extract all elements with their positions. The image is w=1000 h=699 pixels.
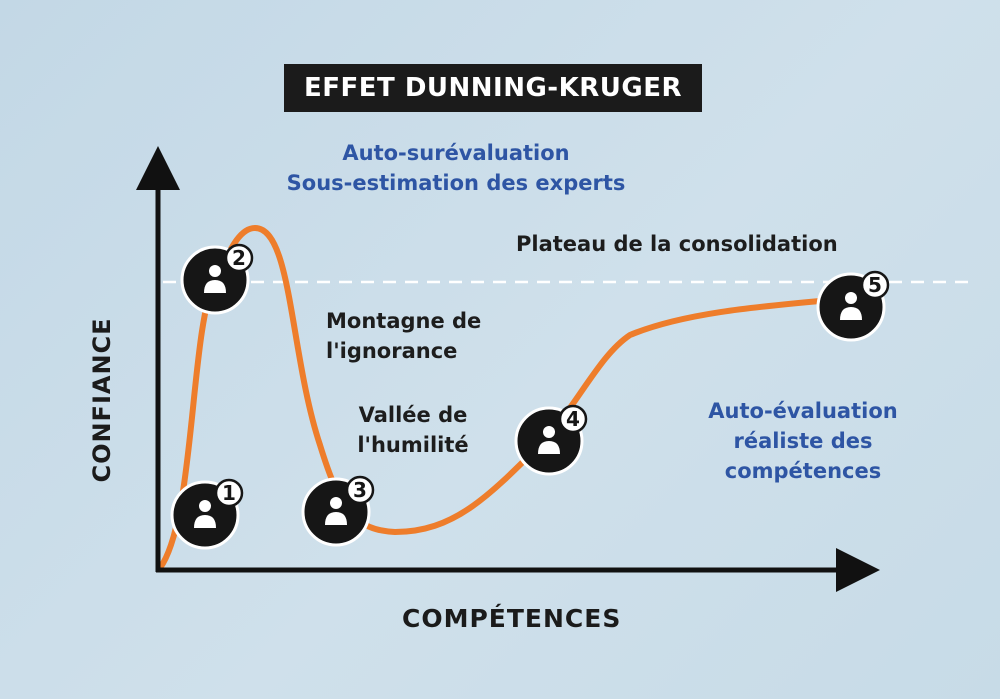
diagram-title: EFFET DUNNING-KRUGER	[284, 64, 702, 112]
peak-annotation: Auto-surévaluation Sous-estimation des e…	[286, 138, 626, 198]
mountain-label-line-2: l'ignorance	[326, 339, 458, 363]
plateau-label: Plateau de la consolidation	[516, 232, 838, 256]
stage-number: 2	[232, 246, 246, 270]
stage-number: 1	[222, 481, 236, 505]
y-axis-arrow	[136, 146, 180, 190]
person-icon	[325, 497, 347, 525]
y-axis-label: CONFIANCE	[88, 317, 116, 483]
realistic-annotation: Auto-évaluation réaliste des compétences	[694, 396, 912, 486]
person-icon	[840, 292, 862, 320]
valley-label-line-1: Vallée de	[358, 403, 468, 427]
stage-marker-1: 1	[170, 478, 244, 550]
mountain-label-line-1: Montagne de	[326, 309, 482, 333]
stage-marker-4: 4	[514, 404, 588, 476]
person-icon	[204, 265, 226, 293]
stage-marker-3: 3	[301, 475, 375, 547]
mountain-label: Montagne de l'ignorance	[326, 306, 481, 366]
stage-number: 4	[566, 407, 580, 431]
person-icon	[194, 500, 216, 528]
peak-annotation-line-1: Auto-surévaluation	[342, 141, 570, 165]
peak-annotation-line-2: Sous-estimation des experts	[286, 171, 626, 195]
valley-label: Vallée de l'humilité	[340, 400, 486, 460]
x-axis-arrow	[836, 548, 880, 592]
person-icon	[538, 426, 560, 454]
valley-label-line-2: l'humilité	[357, 433, 469, 457]
stage-number: 5	[868, 273, 882, 297]
stage-number: 3	[353, 478, 367, 502]
realistic-annotation-line-3: compétences	[724, 459, 882, 483]
x-axis-label: COMPÉTENCES	[402, 604, 622, 633]
realistic-annotation-line-1: Auto-évaluation	[708, 399, 898, 423]
stage-marker-5: 5	[816, 270, 890, 342]
stage-marker-2: 2	[180, 243, 254, 315]
realistic-annotation-line-2: réaliste des	[733, 429, 873, 453]
